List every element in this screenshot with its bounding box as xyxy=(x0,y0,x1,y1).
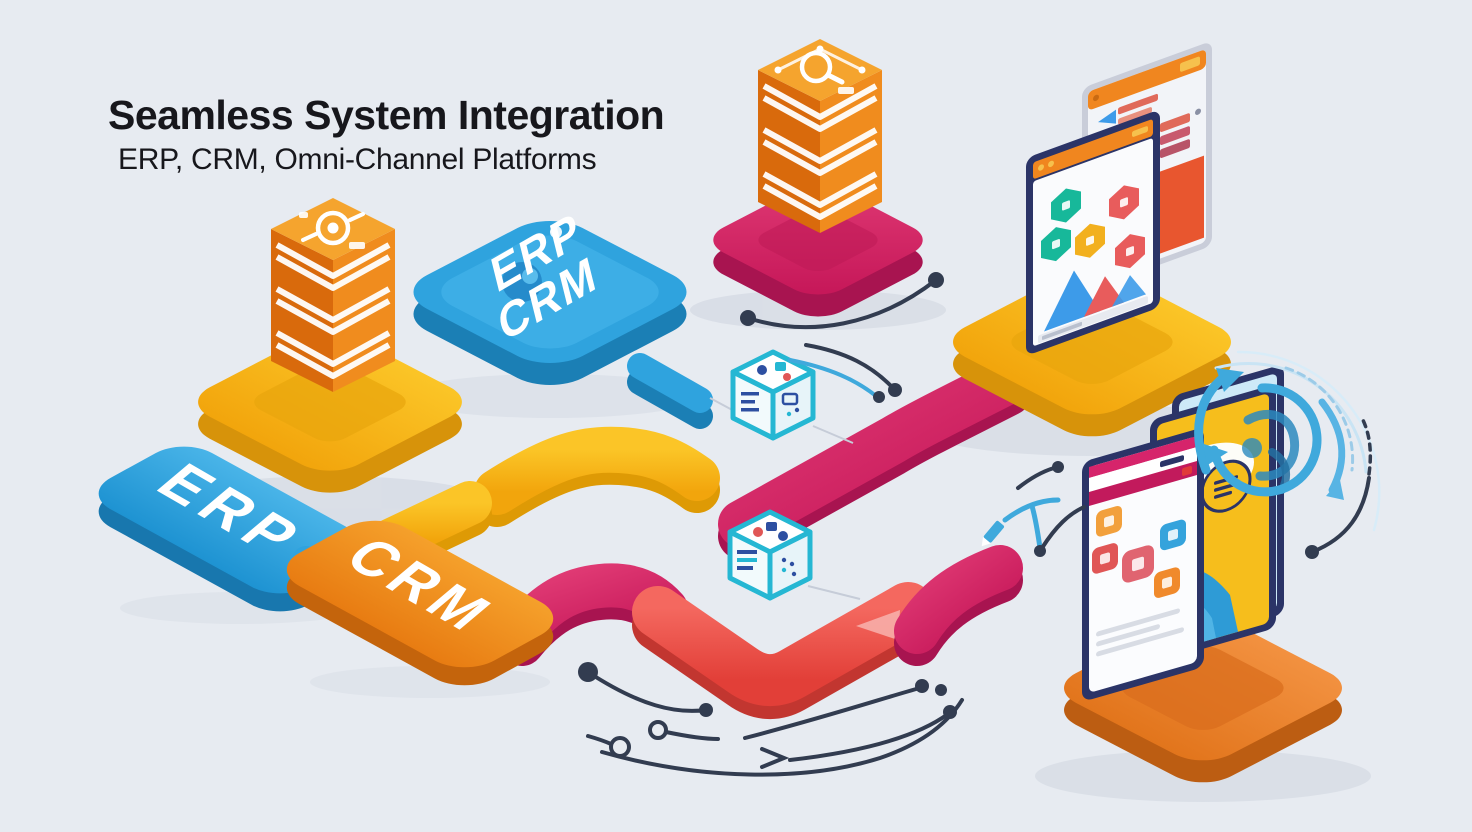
page-subtitle: ERP, CRM, Omni-Channel Platforms xyxy=(118,143,597,177)
left-yellow-platform xyxy=(198,333,462,493)
data-cube-lower xyxy=(727,509,813,601)
erp-server-stack xyxy=(271,198,395,392)
cube-data-icons xyxy=(737,522,797,577)
heading: Seamless System Integration ERP, CRM, Om… xyxy=(108,92,665,178)
magenta-pipe-right-elbow xyxy=(894,545,1023,666)
app-icons xyxy=(1092,506,1186,598)
sync-arrows xyxy=(1194,350,1381,532)
hexagon-badges xyxy=(1041,185,1145,269)
gauge-icon xyxy=(299,210,365,249)
data-cube-upper xyxy=(730,349,816,441)
browser-window-front xyxy=(1026,111,1160,354)
page-title: Seamless System Integration xyxy=(108,92,665,138)
right-yellow-platform xyxy=(953,269,1231,437)
flow-arrows xyxy=(578,272,1373,777)
yellow-pipe-elbow xyxy=(474,426,720,527)
cube-data-icons xyxy=(741,362,800,417)
crm-tag: CRM xyxy=(286,520,554,686)
search-server-stack xyxy=(758,39,882,233)
erp-crm-module: ERP CRM xyxy=(413,201,713,429)
module-connector-tab xyxy=(627,353,713,429)
tablet-front xyxy=(1082,429,1204,700)
mountain-chart xyxy=(1044,270,1146,332)
back-window-content xyxy=(1098,93,1204,258)
pencil-icon xyxy=(981,520,1005,547)
magnifier-icon xyxy=(774,45,866,94)
coral-pipe-elbow xyxy=(632,582,934,719)
magenta-platform xyxy=(713,185,923,317)
